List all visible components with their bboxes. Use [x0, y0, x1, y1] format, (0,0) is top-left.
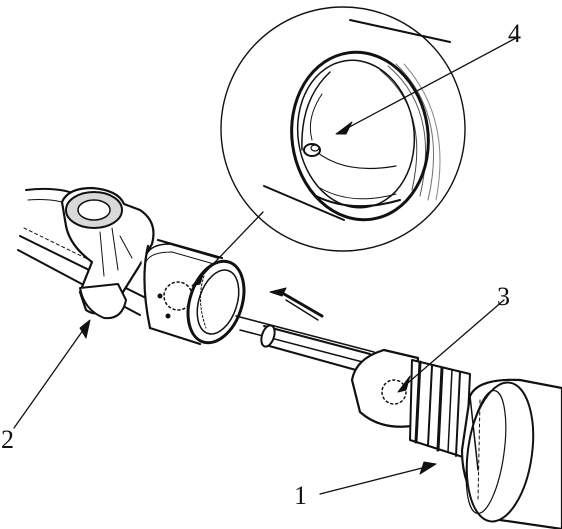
- spline-shaft: [235, 315, 379, 371]
- callout-label-1: 1: [294, 481, 307, 510]
- leader-line-3: [397, 299, 505, 393]
- universal-joint-yoke: [17, 186, 155, 320]
- leader-line-2: [13, 319, 91, 429]
- bearing-sleeve: [140, 238, 246, 346]
- inset-connector: [191, 211, 264, 287]
- leader-line-1: [319, 461, 437, 495]
- leader-line-4: [335, 37, 517, 135]
- callout-label-3: 3: [497, 282, 510, 311]
- callout-label-4: 4: [508, 19, 521, 48]
- arrow-left-icon: [269, 287, 324, 321]
- output-housing: [350, 348, 562, 529]
- callout-label-2: 2: [1, 425, 14, 454]
